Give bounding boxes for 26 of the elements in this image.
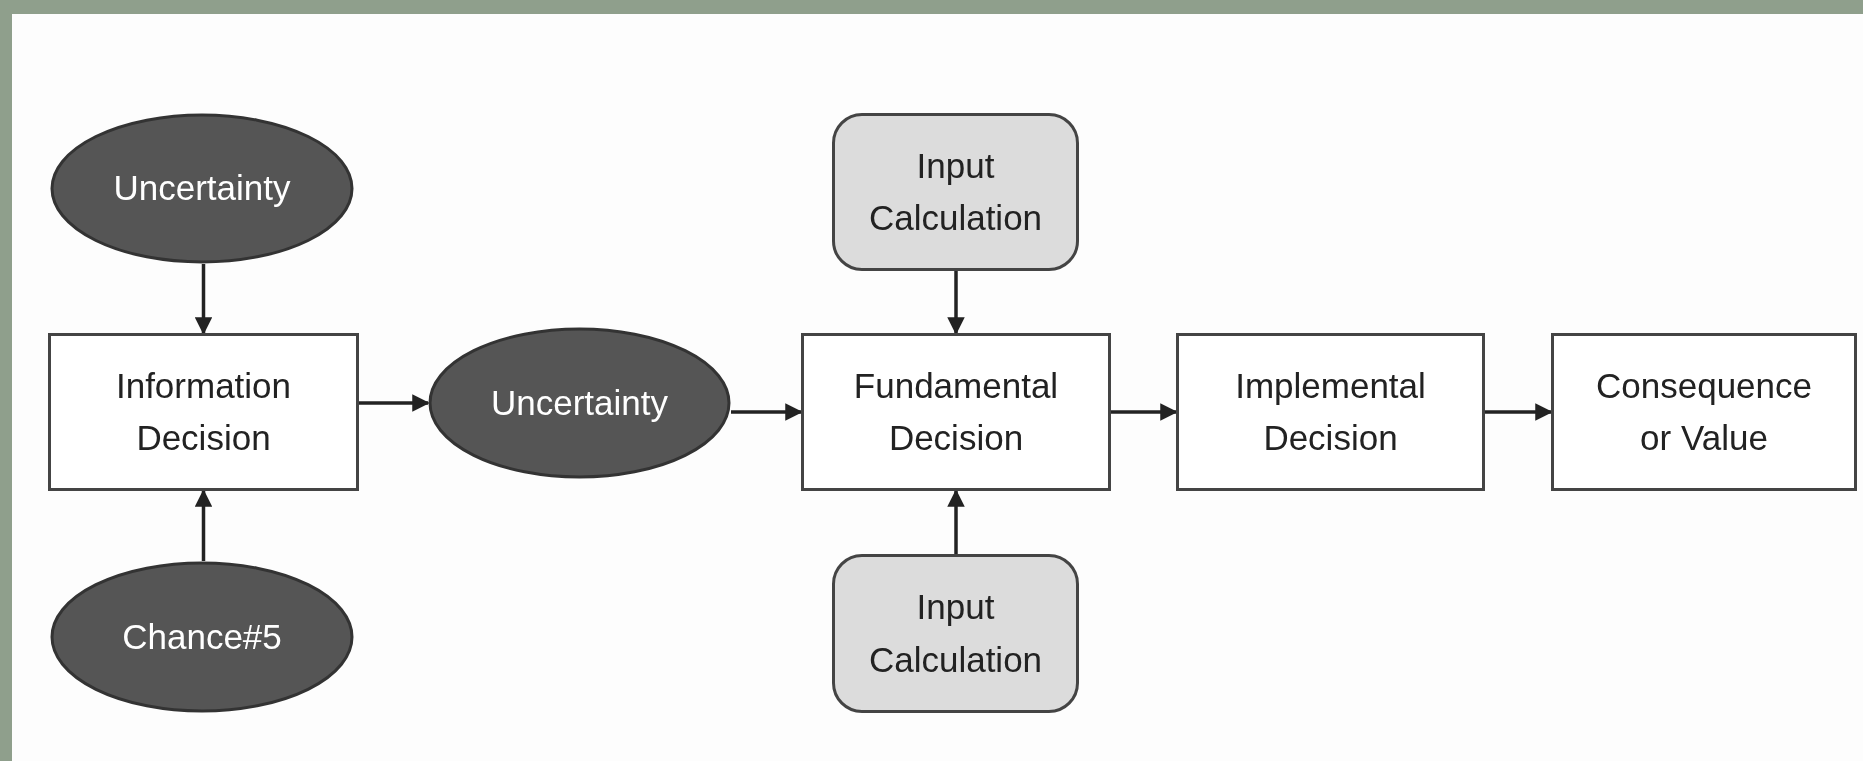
node-label: Input Calculation <box>867 144 1044 239</box>
calculation-box <box>832 554 1079 713</box>
arrow <box>194 489 213 561</box>
arrow <box>947 271 965 335</box>
calculation-box <box>832 113 1079 271</box>
node-label: Fundamental Decision <box>852 364 1060 459</box>
decision-box <box>801 333 1111 491</box>
node-label: Uncertainty <box>490 381 669 424</box>
arrow <box>1111 403 1178 421</box>
node-label: Input Calculation <box>867 586 1044 681</box>
arrow <box>731 403 803 421</box>
chance-ellipse <box>428 327 731 479</box>
chance-ellipse <box>50 113 354 264</box>
arrow <box>947 489 965 554</box>
arrow <box>359 394 430 412</box>
decision-box <box>1176 333 1485 491</box>
node-label: Information Decision <box>114 364 293 459</box>
decision-box <box>48 333 359 491</box>
arrow <box>194 264 213 335</box>
node-label: Uncertainty <box>112 167 292 210</box>
arrow <box>1485 403 1553 421</box>
chance-ellipse <box>50 561 354 713</box>
node-label: Consequence or Value <box>1595 364 1813 459</box>
decision-box <box>1551 333 1857 491</box>
node-label: Implemental Decision <box>1234 364 1427 459</box>
node-label: Chance#5 <box>121 615 283 658</box>
